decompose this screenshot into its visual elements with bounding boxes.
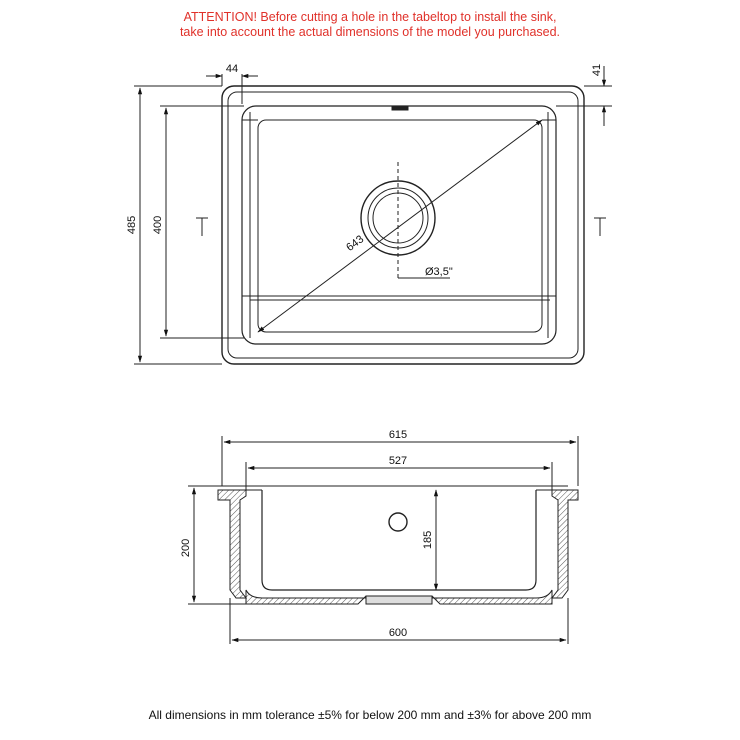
dim-rim-top: 41: [591, 64, 603, 76]
left-wall: [217, 489, 247, 599]
overflow-hole: [388, 512, 408, 532]
dim-outer-depth: 485: [126, 216, 138, 234]
dim-height: 200: [180, 539, 192, 557]
dim-rim-width: 44: [226, 63, 238, 75]
dim-bottom-width: 600: [389, 627, 407, 639]
dim-drain: Ø3,5": [425, 266, 453, 278]
dim-diagonal: 643: [344, 233, 366, 254]
top-view: [134, 66, 612, 365]
outer-rim: [221, 85, 585, 365]
outer-rim-inner-edge: [227, 91, 579, 359]
tolerance-note: All dimensions in mm tolerance ±5% for b…: [148, 708, 592, 722]
dim-bowl-depth: 185: [422, 531, 434, 549]
dim-outer-width: 615: [389, 429, 407, 441]
warning-line-1: ATTENTION! Before cutting a hole in the …: [183, 10, 557, 24]
warning-line-2: take into account the actual dimensions …: [179, 25, 561, 39]
right-wall: [551, 489, 579, 599]
attention-warning: ATTENTION! Before cutting a hole in the …: [0, 10, 740, 40]
dim-inner-depth: 400: [152, 216, 164, 234]
overflow-slot: [391, 105, 409, 111]
dim-inner-width: 527: [389, 455, 407, 467]
diagonal-line: [257, 119, 543, 333]
section-view: [188, 436, 579, 644]
drain-fitting: [365, 595, 433, 605]
bowl-profile: [261, 490, 537, 591]
